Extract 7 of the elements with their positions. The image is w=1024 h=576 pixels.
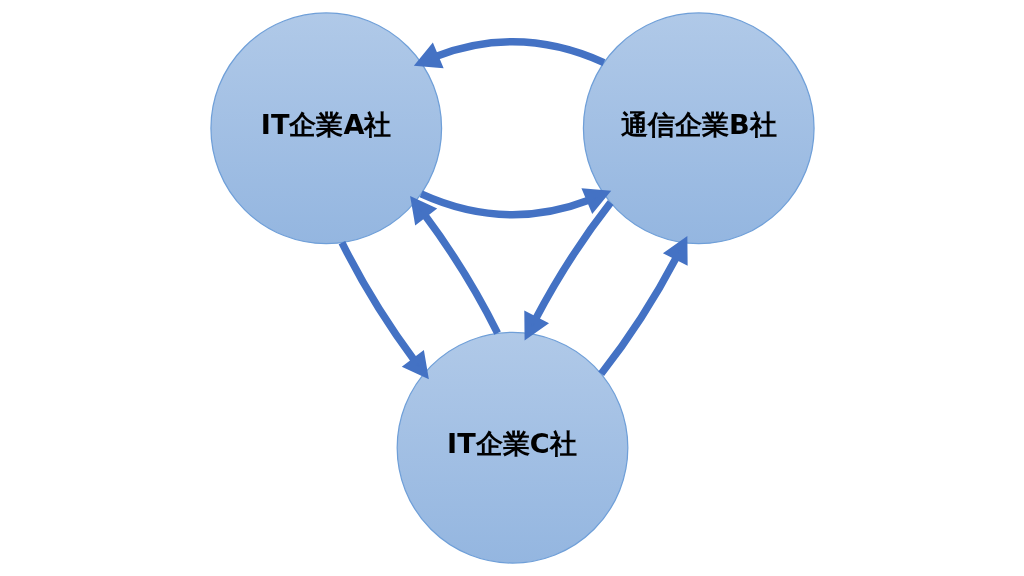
node-circle: IT企業C社 [396, 331, 628, 564]
arrow [523, 200, 613, 341]
arrow [413, 38, 605, 69]
arrow [409, 195, 501, 335]
arrow [419, 188, 611, 219]
arrow [338, 240, 429, 380]
arrow [597, 235, 688, 376]
